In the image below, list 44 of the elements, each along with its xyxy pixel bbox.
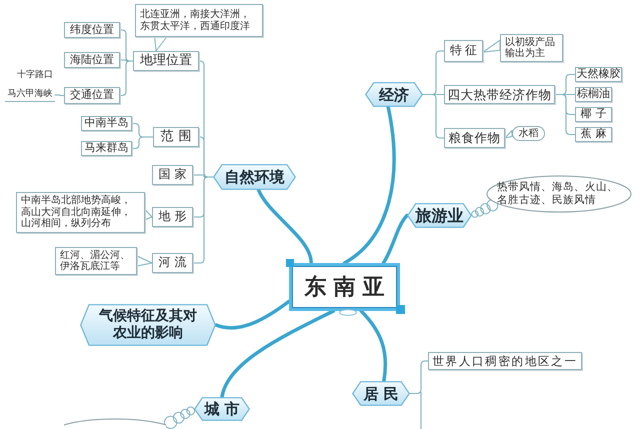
subtopic-box: 中南半岛 bbox=[81, 116, 132, 131]
branch-curve bbox=[220, 309, 336, 399]
note-text: 十字路口 bbox=[17, 71, 53, 81]
title-box: 东南亚 bbox=[289, 263, 400, 311]
connector-line bbox=[192, 176, 214, 264]
connector-line bbox=[422, 94, 445, 139]
branch-curve bbox=[342, 105, 396, 265]
topic-hexagon: 气候特征及其对农业的影响 bbox=[80, 304, 216, 346]
callout-box: 红河、湄公河、伊洛瓦底江等 bbox=[55, 247, 137, 275]
branch-curve bbox=[382, 214, 409, 265]
thought-bubble bbox=[64, 418, 166, 429]
subtopic-box: 纬度位置 bbox=[64, 22, 120, 38]
callout-box: 中南半岛北部地势高峻，高山大河自北向南延伸，山河相间，纵列分布 bbox=[16, 192, 145, 233]
subtopic-box: 马来群岛 bbox=[81, 141, 132, 156]
topic-hexagon: 居民 bbox=[352, 381, 410, 406]
branch-curve bbox=[214, 300, 291, 330]
branch-curve bbox=[359, 309, 388, 383]
subtopic-box: 椰子 bbox=[575, 107, 612, 122]
subtopic-box: 国家 bbox=[152, 165, 193, 185]
topic-hexagon: 经济 bbox=[365, 82, 423, 107]
branch-curve bbox=[256, 188, 313, 265]
subtopic-box: 世界人口稠密的地区之一 bbox=[428, 352, 582, 370]
subtopic-box: 交通位置 bbox=[64, 87, 120, 104]
topic-hexagon: 旅游业 bbox=[407, 203, 472, 228]
subtopic-box: 四大热带经济作物 bbox=[444, 85, 555, 104]
topic-hexagon: 城市 bbox=[194, 397, 250, 421]
subtopic-box: 天然橡胶 bbox=[575, 67, 622, 82]
connector-line bbox=[409, 360, 429, 394]
callout-box: 北连亚洲，南接大洋洲，东贯太平洋，西通印度洋 bbox=[135, 4, 263, 37]
connector-line bbox=[554, 94, 576, 136]
thought-bubble: 热带风情、海岛、火山、名胜古迹、民族风情 bbox=[486, 175, 632, 213]
subtopic-box: 范围 bbox=[153, 127, 199, 147]
connector-line bbox=[54, 94, 65, 96]
topic-hexagon: 自然环境 bbox=[213, 164, 296, 190]
callout-box: 以初级产品输出为主 bbox=[500, 34, 563, 62]
subtopic-box: 海陆位置 bbox=[64, 52, 120, 68]
connector-line bbox=[131, 136, 154, 150]
subtopic-box: 粮食作物 bbox=[444, 128, 505, 148]
callout-pointer bbox=[482, 40, 500, 53]
underlined-note: 马六甲海峡 bbox=[5, 88, 55, 102]
subtopic-box: 蕉麻 bbox=[575, 127, 612, 142]
subtopic-box: 棕榈油 bbox=[575, 87, 612, 102]
connector-line bbox=[119, 60, 134, 96]
bubble-trail bbox=[164, 406, 196, 429]
